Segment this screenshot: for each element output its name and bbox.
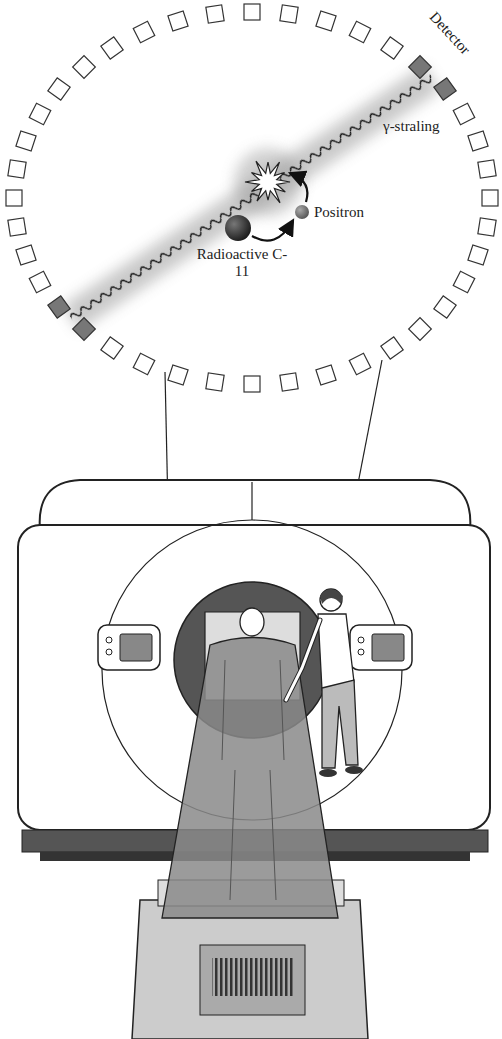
detector-square — [29, 271, 51, 293]
bed-base — [132, 900, 368, 1039]
detector-square — [381, 37, 403, 59]
nurse-arm-fill — [286, 620, 320, 700]
detector-square — [349, 21, 371, 43]
emission-arrow — [252, 222, 292, 241]
nurse-shoe — [345, 766, 363, 774]
detector-square — [453, 103, 475, 125]
callout-label: Detector — [426, 9, 474, 58]
detector-square — [468, 131, 488, 151]
callout-label: Radioactive C-11 — [196, 246, 288, 280]
control-panel — [200, 945, 305, 1015]
nurse-torso — [318, 614, 354, 690]
detector-square — [8, 218, 26, 236]
screen-display — [120, 634, 152, 661]
callout-label: γ-straling — [383, 118, 440, 135]
detector-square — [133, 21, 155, 43]
detector-square — [244, 376, 260, 392]
detector-ring — [6, 4, 498, 392]
patient-head — [240, 608, 264, 636]
screen-button — [358, 637, 364, 643]
detector-square — [453, 271, 475, 293]
detector-square — [280, 5, 298, 23]
detector-square — [206, 373, 224, 391]
screen-display — [372, 634, 404, 661]
detector-square — [168, 365, 188, 385]
detector-square — [8, 160, 26, 178]
detector-square — [101, 37, 123, 59]
nurse-head — [320, 589, 342, 611]
detector-square — [29, 103, 51, 125]
gamma-wave — [68, 72, 436, 323]
detector-square — [280, 373, 298, 391]
patient-sheet — [162, 638, 338, 919]
side-screen — [350, 625, 412, 670]
callout-label: Positron — [314, 204, 364, 221]
seam-line — [251, 482, 252, 520]
detector-square — [381, 337, 403, 359]
detector-square — [16, 131, 36, 151]
detector-square — [316, 11, 336, 31]
side-screen — [98, 625, 160, 670]
c11-nucleus — [225, 215, 251, 241]
nurse-arm — [286, 620, 320, 700]
detector-square — [48, 78, 70, 100]
detector-square — [6, 190, 22, 206]
active-detector — [48, 296, 70, 318]
nurse-shoe — [319, 769, 337, 777]
detector-square — [316, 365, 336, 385]
scanner-top — [40, 480, 471, 530]
patient-outline — [222, 660, 284, 900]
detector-square — [478, 160, 496, 178]
detector-square — [468, 245, 488, 265]
screen-button — [358, 649, 364, 655]
detector-square — [434, 296, 456, 318]
active-detector — [434, 78, 456, 100]
detector-square — [349, 353, 371, 375]
panel-grille — [212, 958, 294, 996]
detector-square — [206, 5, 224, 23]
travel-arrow — [292, 174, 307, 202]
positron-particle — [295, 205, 309, 219]
gamma-ray — [68, 72, 436, 323]
screen-button — [106, 637, 112, 643]
nurse-hair — [320, 589, 343, 604]
screen-button — [106, 649, 112, 655]
detector-square — [244, 4, 260, 20]
detector-square — [409, 318, 432, 341]
annihilation-burst — [245, 161, 290, 203]
detector-square — [133, 353, 155, 375]
nurse-legs — [322, 680, 358, 768]
detector-square — [168, 11, 188, 31]
detector-square — [73, 56, 96, 79]
detector-square — [101, 337, 123, 359]
detector-square — [478, 218, 496, 236]
detector-square — [482, 190, 498, 206]
detector-square — [16, 245, 36, 265]
